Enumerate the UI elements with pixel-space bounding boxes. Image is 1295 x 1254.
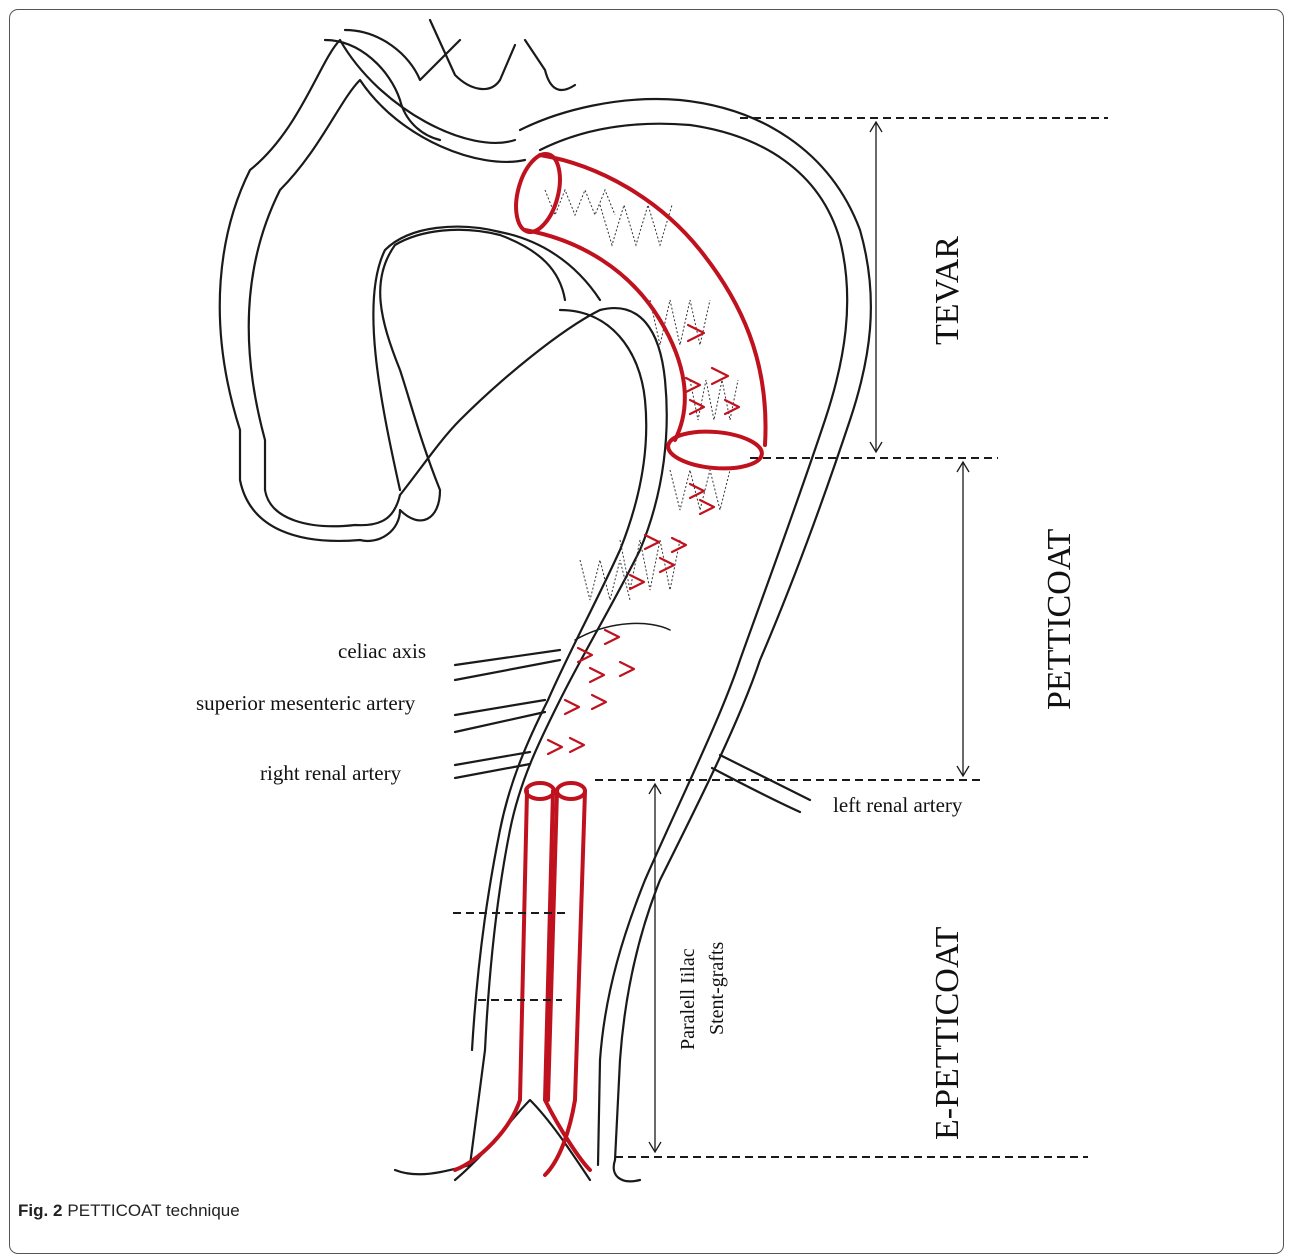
chevron — [590, 668, 604, 682]
chevron — [660, 558, 674, 572]
figure-caption: Fig. 2 PETTICOAT technique — [18, 1201, 240, 1221]
chevron — [690, 400, 704, 414]
chevron — [565, 700, 579, 714]
caption-text: PETTICOAT technique — [67, 1201, 239, 1220]
arch-branch-3 — [430, 20, 515, 89]
arch-inner-curve — [373, 227, 500, 490]
iliac-graft-ring-right — [557, 783, 585, 799]
chevron — [605, 630, 619, 644]
distal-graft-ring — [667, 428, 764, 472]
e-petticoat-label: E-PETTICOAT — [929, 926, 966, 1140]
chevron — [592, 695, 606, 709]
chevron — [570, 738, 584, 752]
sma-label: superior mesenteric artery — [196, 691, 416, 715]
iliac-graft-left — [455, 791, 590, 1170]
right-renal-branch — [455, 752, 530, 778]
graft-upper-edge — [540, 155, 766, 445]
right-renal-label: right renal artery — [260, 761, 402, 785]
chevron — [686, 378, 700, 392]
arch-branch-4 — [525, 40, 575, 90]
chevron — [645, 535, 659, 549]
chevron — [630, 575, 644, 589]
left-renal-branch — [712, 755, 810, 812]
descending-aorta-left-inner — [472, 310, 646, 1050]
caption-label: Fig. 2 — [18, 1201, 62, 1220]
celiac-axis-label: celiac axis — [338, 639, 426, 663]
chevron — [690, 484, 704, 498]
intimal-flap — [575, 623, 670, 640]
iliac-label-line1: Paralell Iilac — [677, 948, 699, 1050]
descending-aorta-left-outer — [400, 308, 667, 1165]
graft-lower-edge — [525, 230, 685, 440]
sma-branch — [455, 700, 545, 732]
ascending-aorta-inner — [249, 80, 525, 526]
chevron — [548, 740, 562, 754]
iliac-right — [614, 1160, 640, 1181]
left-renal-label: left renal artery — [833, 793, 963, 817]
tevar-label: TEVAR — [929, 236, 966, 345]
chevron — [712, 368, 728, 384]
chevron — [578, 648, 592, 662]
petticoat-label: PETTICOAT — [1041, 528, 1078, 710]
iliac-graft-ring-left — [526, 783, 554, 799]
iliac-label-line2: Stent-grafts — [706, 941, 728, 1035]
chevron — [620, 662, 634, 676]
chevron — [700, 500, 714, 514]
strut-row-3 — [650, 300, 710, 345]
celiac-branch — [455, 650, 560, 680]
